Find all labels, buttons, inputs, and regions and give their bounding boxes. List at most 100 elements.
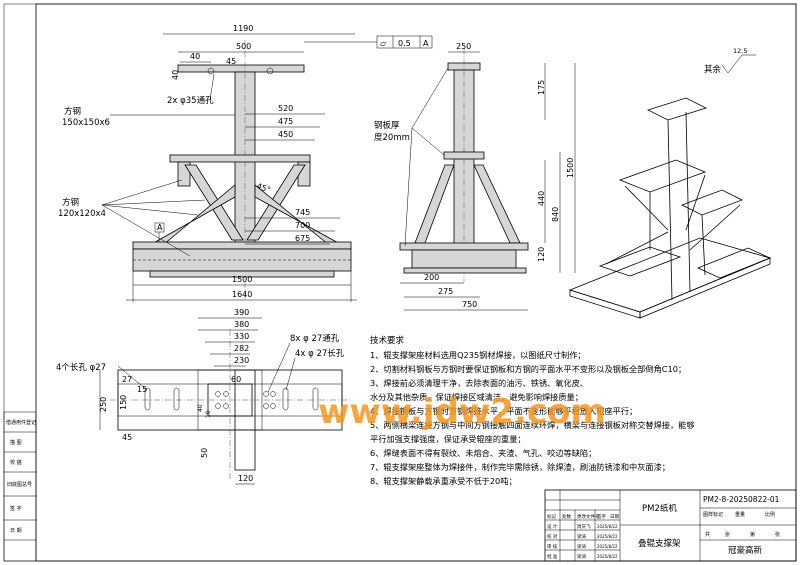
top-holes4-label: 4x φ 27长孔: [295, 348, 345, 359]
strip-label: 日 期: [10, 528, 22, 534]
sheet-label: 第: [750, 531, 755, 538]
history-cell: 梁涛: [577, 553, 586, 560]
side-dim-175: 175: [537, 80, 546, 95]
top-dim-250: 250: [99, 397, 108, 412]
tech-item: 7、辊支撑架座整体为焊接件，制作完毕需除锈，除焊渣，刷油防锈漆和中灰面漆；: [370, 462, 670, 472]
tech-item: 6、焊缝表面不得有裂纹、未熔合、夹渣、气孔、咬边等缺陷；: [370, 448, 596, 458]
history-cell: 批 准: [547, 553, 558, 560]
isometric-view: [568, 97, 772, 319]
top-dim-60: 60: [231, 375, 241, 384]
top-dim-390: 390: [234, 308, 249, 317]
history-header: 标记: [547, 513, 556, 520]
top-dim-282: 282: [234, 344, 249, 353]
tech-item: 平行加强支撑强度，保证承受辊座的重量；: [370, 434, 526, 444]
side-dim-275: 275: [438, 287, 453, 296]
history-header: 更改文件号: [577, 513, 600, 520]
tech-title: 技术要求: [370, 335, 405, 346]
history-cell: 周庆飞: [577, 523, 591, 530]
dim-1190: 1190: [233, 24, 253, 33]
strip-label: 描 图: [10, 439, 22, 446]
sheet-label: 张: [725, 531, 730, 538]
tech-item: 2、切割材料钢板与方钢时要保证钢板和方钢的平面水平不变形以及钢板全部倒角C10；: [370, 364, 686, 374]
dim-1640: 1640: [232, 290, 252, 299]
top-dim-10: 10: [205, 410, 212, 418]
drawing-type: PM2纸机: [642, 503, 677, 514]
top-dim-330: 330: [234, 332, 249, 341]
dim-700: 700: [295, 221, 310, 230]
side-dim-200: 200: [424, 273, 439, 282]
part-name: 叠辊支撑架: [638, 538, 681, 549]
history-cell: 梁涛: [577, 543, 586, 550]
stage-header: 比例: [765, 511, 775, 518]
front-hole-label: 2x φ35通孔: [167, 95, 214, 106]
frame-border: [35, 3, 797, 562]
tube-small-label-2: 120x120x4: [58, 209, 106, 219]
history-header: 日期: [610, 514, 619, 520]
history-cell: 2025/8/22: [597, 544, 618, 549]
tube-big-label-2: 150x150x6: [62, 118, 110, 128]
side-dim-120: 120: [537, 247, 546, 262]
dim-500: 500: [236, 42, 251, 51]
stage-header: 图样标记: [703, 511, 723, 518]
front-middle-plate: [169, 154, 311, 163]
dim-1500: 1500: [232, 275, 252, 284]
front-base-plate: [132, 241, 352, 250]
history-header: 签字: [597, 513, 606, 520]
strip-label: 旧底图总号: [7, 481, 32, 488]
top-dim-h40: 40: [197, 404, 204, 412]
flatness-datum: A: [423, 39, 429, 48]
top-holes8-label: 8x φ 27通孔: [290, 333, 340, 344]
side-dim-440: 440: [537, 191, 546, 206]
left-strip: 借通用件登记 描 图 校 描 旧底图总号 签 字 日 期: [3, 411, 37, 562]
history-cell: 2025/8/22: [597, 524, 618, 529]
dim-h40: 40: [171, 70, 180, 80]
history-cell: 校 对: [547, 533, 558, 540]
dim-475: 475: [278, 117, 293, 126]
tech-item: 8、辊支撑架静载承重承受不低于20吨；: [370, 476, 517, 486]
side-dim-250: 250: [456, 42, 471, 51]
top-view: 390 380 330 282 230 60 27 15 250 150 45 …: [56, 308, 350, 485]
top-slot-label: 4个长孔 φ27: [56, 362, 106, 373]
roughness-value: 12.5: [733, 47, 747, 55]
dim-45: 45: [226, 57, 236, 66]
tech-item: 4、焊接钢板与方钢时方钢焊接水平，平面不变形能够平稳放入辊座平行；: [370, 406, 637, 416]
history-header: 处数: [562, 513, 571, 520]
top-column: [234, 369, 256, 471]
strip-label: 校 描: [10, 459, 22, 466]
dim-745: 745: [295, 208, 310, 217]
top-dim-230: 230: [234, 356, 249, 365]
tech-item: 水分及其他杂质，保证焊接区域清洁，避免影响焊接质量；: [370, 392, 583, 402]
title-block: 标记 处数 更改文件号 签字 日期 设 计 周庆飞 2025/8/22 校 对 …: [544, 489, 797, 562]
side-view: 250 175 1500 440 840 120 200 275 750 钢板厚…: [374, 42, 756, 311]
company-name: 冠豪高新: [728, 545, 763, 556]
dim-40: 40: [190, 52, 200, 61]
history-cell: 审 核: [547, 543, 558, 550]
watermark: www.jdw2.com: [318, 392, 606, 432]
top-dim-27: 27: [122, 375, 132, 384]
strip-label: 借通用件登记: [6, 419, 36, 426]
top-dim-50: 50: [200, 448, 209, 458]
top-dim-150: 150: [119, 395, 128, 410]
top-dim-15: 15: [137, 385, 147, 394]
top-dim-45: 45: [122, 433, 132, 442]
datum-label: A: [157, 223, 163, 232]
tube-big-label-1: 方钢: [64, 106, 81, 117]
flatness-value: 0.5: [398, 39, 411, 48]
history-cell: 梁涛: [577, 533, 586, 540]
strip-label: 签 字: [10, 505, 22, 512]
front-view: A 1190 500 40 45 40 2x φ35通孔 ▱ 0.5 A 520…: [58, 24, 433, 302]
dim-675: 675: [295, 234, 310, 243]
front-top-plate: [177, 64, 305, 73]
side-dim-1500: 1500: [566, 158, 575, 178]
side-dim-840: 840: [551, 207, 560, 222]
tech-notes: 技术要求 1、辊支撑架座材料选用Q235钢材焊接，以图纸尺寸制作； 2、切割材料…: [370, 335, 695, 486]
front-top-hole-left: [207, 67, 215, 75]
tech-item: 3、焊接前必须清理干净，去除表面的油污、铁锈、氧化皮、: [370, 378, 588, 388]
history-cell: 2025/8/22: [597, 534, 618, 539]
dim-520: 520: [278, 104, 293, 113]
tech-item: 5、两侧横梁连接方钢与中间方钢接触四面连续环焊，横梁与连接钢板对称交替焊接，能够: [370, 420, 695, 430]
front-top-hole-right: [266, 67, 274, 75]
flatness-symbol: ▱: [380, 39, 387, 48]
tech-item: 1、辊支撑架座材料选用Q235钢材焊接，以图纸尺寸制作；: [370, 350, 586, 360]
